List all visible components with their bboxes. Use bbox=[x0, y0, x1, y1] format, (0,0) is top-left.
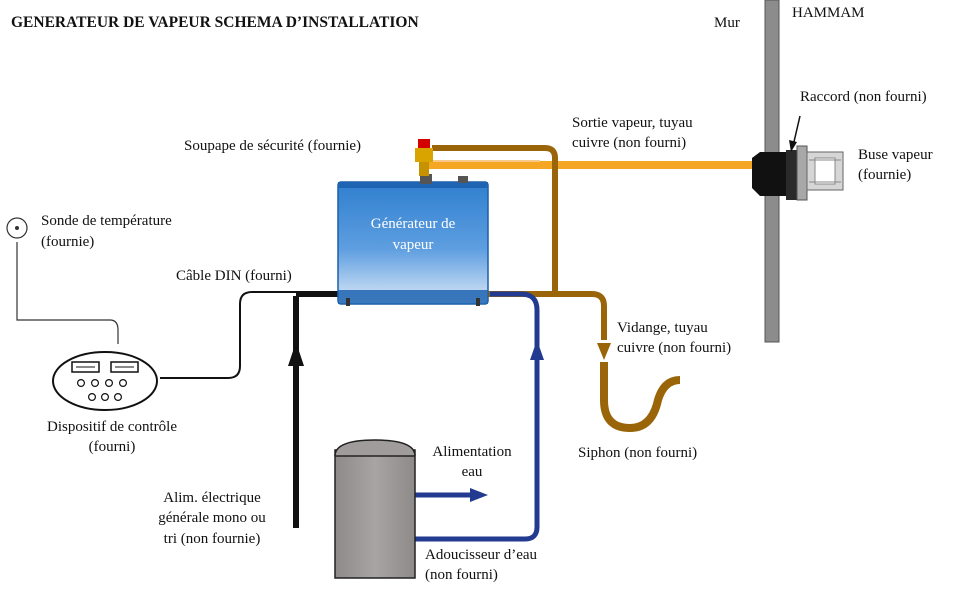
controle-label-line1: Dispositif de contrôle bbox=[47, 419, 177, 435]
diagram-title: GENERATEUR DE VAPEUR SCHEMA D’INSTALLATI… bbox=[11, 14, 419, 31]
din-cable bbox=[160, 291, 338, 379]
hammam-label: HAMMAM bbox=[792, 5, 865, 21]
drain-pipe bbox=[488, 291, 607, 340]
copper-valve-pipe bbox=[432, 145, 558, 292]
water-inlet-arrow bbox=[470, 488, 488, 502]
buse-label-line2: (fournie) bbox=[858, 167, 912, 183]
water-softener bbox=[334, 439, 416, 579]
sonde-label-line1: Sonde de température bbox=[41, 213, 172, 229]
safety-valve-icon bbox=[415, 139, 433, 176]
steam-nozzle-icon bbox=[752, 145, 844, 201]
sortie-label-line1: Sortie vapeur, tuyau bbox=[572, 115, 693, 131]
soupape-label: Soupape de sécurité (fournie) bbox=[184, 138, 362, 154]
control-device bbox=[52, 351, 158, 411]
steam-generator bbox=[337, 174, 489, 306]
siphon-pipe bbox=[600, 362, 681, 433]
siphon-label: Siphon (non fourni) bbox=[578, 445, 698, 461]
alim-label-line2: générale mono ou bbox=[158, 510, 266, 526]
electric-up-arrow bbox=[288, 342, 304, 366]
cable-din-label: Câble DIN (fourni) bbox=[176, 268, 292, 284]
alimentation-label-line2: eau bbox=[461, 464, 483, 480]
water-up-arrow bbox=[530, 340, 544, 360]
probe-wire bbox=[16, 242, 119, 344]
alimentation-label-line1: Alimentation bbox=[432, 444, 512, 460]
vidange-label-line2: cuivre (non fourni) bbox=[617, 340, 732, 356]
wall-label: Mur bbox=[714, 15, 740, 31]
controle-label-line2: (fourni) bbox=[88, 439, 136, 455]
adoucisseur-label-line2: (non fourni) bbox=[425, 567, 498, 583]
generator-label-line2: vapeur bbox=[392, 237, 434, 253]
alim-label-line1: Alim. électrique bbox=[163, 490, 261, 506]
raccord-label: Raccord (non fourni) bbox=[800, 89, 927, 105]
raccord-pointer-arrow bbox=[789, 140, 797, 152]
sortie-label-line2: cuivre (non fourni) bbox=[572, 135, 687, 151]
buse-label-line1: Buse vapeur bbox=[858, 147, 933, 163]
sonde-label-line2: (fournie) bbox=[41, 234, 95, 250]
generator-label-line1: Générateur de bbox=[370, 216, 456, 232]
vidange-label-line1: Vidange, tuyau bbox=[617, 320, 708, 336]
alim-label-line3: tri (non fournie) bbox=[163, 531, 261, 547]
drain-arrow bbox=[597, 343, 611, 360]
water-supply-pipe bbox=[398, 291, 540, 542]
adoucisseur-label-line1: Adoucisseur d’eau bbox=[425, 547, 538, 563]
raccord-pointer bbox=[792, 115, 801, 147]
